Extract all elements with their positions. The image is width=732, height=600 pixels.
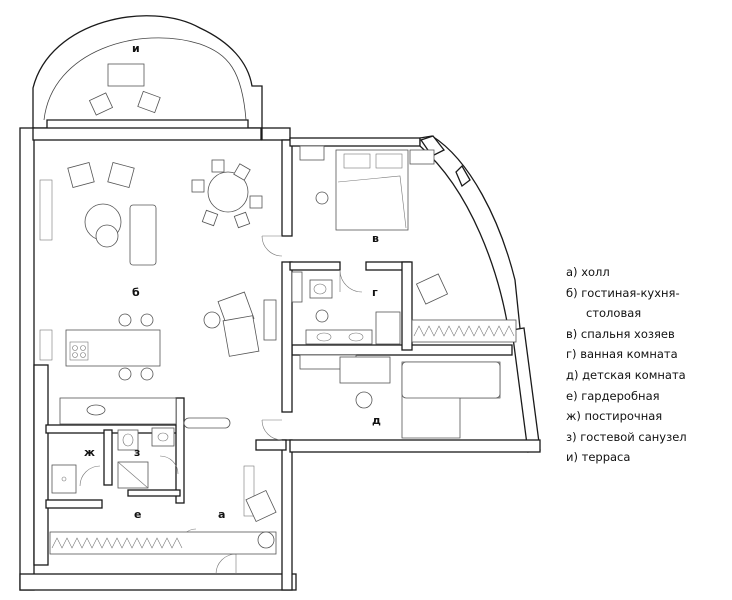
armchair	[107, 162, 135, 188]
room-label-e: е	[134, 508, 141, 521]
armchair	[415, 273, 449, 305]
legend-item: г) ванная комната	[566, 347, 678, 362]
side-table	[95, 224, 119, 248]
sink	[86, 404, 106, 416]
room-label-v: в	[372, 232, 379, 245]
desk	[339, 356, 391, 384]
dining-chair	[249, 195, 263, 209]
shower	[375, 311, 401, 345]
dining-chair	[233, 163, 251, 181]
legend-item: з) гостевой санузел	[566, 429, 687, 444]
terrace-chair	[137, 90, 161, 114]
room-legend: а) холл б) гостиная-кухня- столовая в) с…	[566, 262, 687, 468]
toilet	[117, 429, 139, 451]
wardrobe	[411, 319, 517, 343]
counter	[59, 397, 177, 425]
side-table	[257, 531, 275, 549]
laundry-furniture	[51, 464, 77, 494]
room-label-b: б	[132, 286, 140, 299]
room-label-a: а	[218, 508, 225, 521]
room-label-d: д	[372, 414, 381, 427]
legend-item: ж) постирочная	[566, 409, 663, 424]
tv-cabinet	[263, 299, 277, 341]
terrace-chair	[88, 92, 114, 116]
bathroom-furniture	[291, 271, 401, 345]
guest-bath-furniture	[117, 427, 175, 489]
vanity	[305, 329, 373, 345]
bedroom-furniture	[299, 145, 517, 343]
dining-chair	[233, 211, 251, 229]
bar-stool	[140, 367, 154, 381]
armchair	[67, 162, 95, 188]
recliner	[222, 315, 260, 357]
bar-stool	[118, 313, 132, 327]
corridor-furniture	[59, 397, 231, 429]
dining-chair	[201, 209, 219, 227]
armchair	[245, 489, 277, 523]
sink	[151, 427, 175, 447]
sofa	[129, 204, 157, 266]
bench	[183, 417, 231, 429]
wardrobe-rail	[49, 531, 277, 555]
legend-item: а) холл	[566, 265, 610, 279]
terrace-table	[107, 63, 145, 87]
room-label-i: и	[132, 42, 140, 55]
room-label-z: з	[134, 446, 140, 459]
toilet	[309, 279, 333, 299]
legend-item-continuation: столовая	[586, 306, 642, 321]
bidet	[315, 309, 329, 323]
legend-item: е) гардеробная	[566, 388, 660, 403]
dining-table	[207, 171, 249, 213]
legend-item: и) терраса	[566, 450, 631, 465]
bar-stool	[140, 313, 154, 327]
dining-chair	[191, 179, 205, 193]
chair	[355, 391, 373, 409]
terrace	[32, 15, 263, 129]
bar-stool	[118, 367, 132, 381]
dining-chair	[211, 159, 225, 173]
kitchen-island	[65, 329, 161, 367]
kids-room-furniture	[299, 354, 501, 439]
bed	[335, 149, 409, 231]
side-table	[203, 311, 221, 329]
legend-item: в) спальня хозяев	[566, 326, 675, 341]
room-label-g: г	[372, 286, 378, 299]
stool	[315, 191, 329, 205]
inner-walls	[33, 261, 413, 566]
room-labels: и б в г д ж з е а	[84, 42, 381, 521]
legend-item: д) детская комната	[566, 367, 686, 382]
living-room-furniture	[39, 159, 277, 381]
room-label-zh: ж	[84, 446, 95, 459]
hall-furniture	[243, 465, 277, 549]
legend-item: б) гостиная-кухня-	[566, 285, 680, 300]
washing-machine	[51, 464, 77, 494]
